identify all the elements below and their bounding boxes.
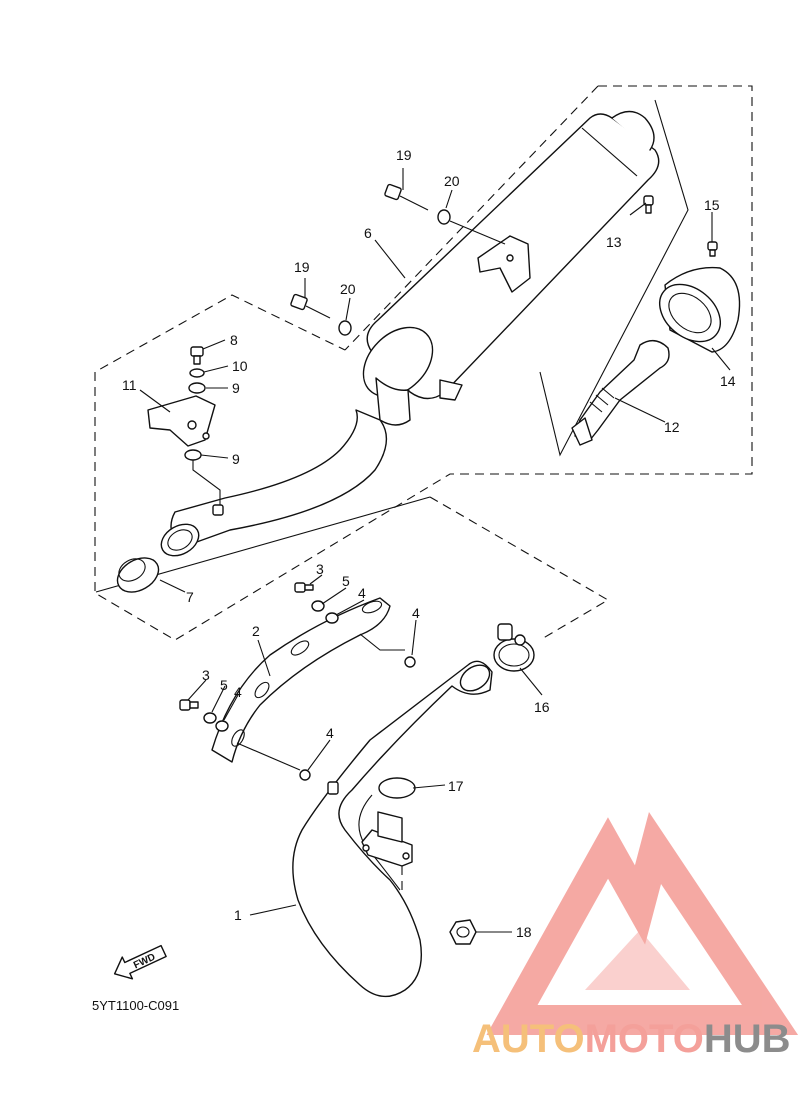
header-nut	[449, 919, 477, 945]
callout-20-lower: 20	[340, 281, 356, 297]
clamp-spring-washer	[189, 368, 205, 378]
muffler-top-boundary	[344, 85, 599, 351]
leader-lines	[139, 168, 731, 933]
upper-bolt-leader	[449, 220, 506, 245]
callout-17: 17	[448, 778, 464, 794]
callout-10: 10	[232, 358, 248, 374]
exhaust-header-pipe	[292, 660, 493, 998]
silencer-end-cap	[659, 266, 741, 353]
callout-1: 1	[234, 907, 242, 923]
muffler-bolt-lower	[290, 293, 331, 319]
callout-13: 13	[606, 234, 622, 250]
silencer-group-boundary	[539, 99, 689, 457]
callout-4-lower: 4	[234, 684, 242, 700]
connecting-pipe	[160, 409, 388, 557]
watermark-logo-mark	[486, 811, 799, 1035]
watermark-hub: HUB	[704, 1017, 791, 1061]
watermark-text: AUTOMOTOHUB	[472, 1017, 791, 1061]
callout-3-lower: 3	[202, 667, 210, 683]
callout-2: 2	[252, 623, 260, 639]
clamp-washer-lower	[184, 449, 202, 461]
exhaust-gasket	[116, 557, 160, 593]
protector-washer-upper	[311, 600, 325, 612]
callout-4-bottom: 4	[326, 725, 334, 741]
protector-damper-upper	[404, 656, 416, 668]
protector-damper-lower	[299, 769, 311, 781]
forward-direction-arrow-icon: FWD	[113, 944, 167, 980]
muffler-washer-upper	[437, 209, 451, 225]
clamp-washer-upper	[188, 382, 206, 394]
muffler-bolt-upper	[384, 183, 429, 211]
callout-11: 11	[122, 377, 137, 393]
callout-8: 8	[230, 332, 238, 348]
clamp-pipe-leader	[192, 460, 221, 505]
protector-collar-upper	[325, 612, 339, 624]
callout-6: 6	[364, 225, 372, 241]
silencer-screw	[643, 195, 654, 214]
muffler-washer-lower	[338, 320, 352, 336]
callout-19-lower: 19	[294, 259, 310, 275]
callout-5-lower: 5	[220, 677, 228, 693]
protector-collar-lower	[215, 720, 229, 732]
header-group-boundary	[429, 496, 610, 641]
pipe-clamp	[493, 623, 535, 672]
callout-9-upper: 9	[232, 380, 240, 396]
callout-12: 12	[664, 419, 680, 435]
callout-16: 16	[534, 699, 550, 715]
header-flange	[361, 811, 413, 867]
drawing-code: 5YT1100-C091	[92, 998, 179, 1013]
callout-7: 7	[186, 589, 194, 605]
clamp-bolt	[190, 346, 204, 365]
callout-18: 18	[516, 924, 532, 940]
watermark-moto: MOTO	[585, 1017, 704, 1061]
protector-screw-lower	[179, 699, 199, 711]
header-gasket	[378, 777, 416, 799]
callout-3-upper: 3	[316, 561, 324, 577]
muffler-mount-bracket	[477, 235, 531, 293]
callout-19-upper: 19	[396, 147, 412, 163]
heat-protector	[211, 597, 391, 763]
spark-arrester-pipe	[571, 340, 670, 446]
watermark-auto: AUTO	[472, 1017, 585, 1061]
callout-5-upper: 5	[342, 573, 350, 589]
callout-20-upper: 20	[444, 173, 460, 189]
callout-14: 14	[720, 373, 736, 389]
protector-washer-lower	[203, 712, 217, 724]
callout-15: 15	[704, 197, 720, 213]
callout-4-upper: 4	[358, 585, 366, 601]
callout-9-lower: 9	[232, 451, 240, 467]
protector-screw-upper	[294, 582, 314, 593]
end-cap-screw	[707, 241, 718, 257]
callout-4-right: 4	[412, 605, 420, 621]
fwd-label: FWD	[132, 952, 157, 972]
muffler-group-boundary	[94, 85, 753, 641]
